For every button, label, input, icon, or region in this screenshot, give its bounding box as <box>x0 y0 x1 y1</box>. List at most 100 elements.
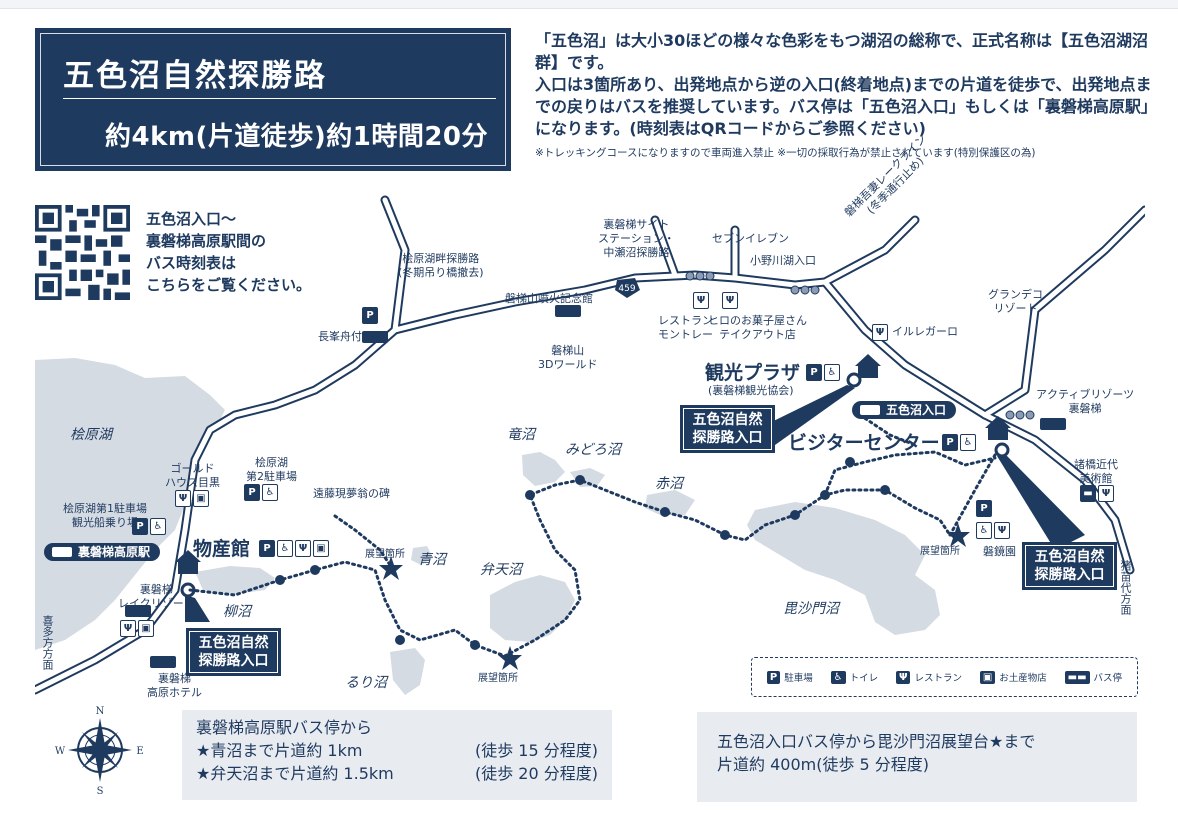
qr-caption-line2: 裏磐梯高原駅間の <box>146 232 267 250</box>
trail-map: 459 N S E W <box>35 195 1145 797</box>
svg-text:S: S <box>97 786 104 797</box>
bus-icon: ▬▬ <box>1064 670 1090 684</box>
label-bishamonnuma: 毘沙門沼 <box>783 601 839 617</box>
label-grandeco: グランデコリゾート <box>988 288 1043 315</box>
parking-icon: P <box>766 670 781 684</box>
souvenir-icon: ▣ <box>138 620 154 637</box>
info-goshiki-line2: 片道約 400m(徒歩 5 分程度) <box>717 755 930 774</box>
souvenir-icon: ▣ <box>313 540 329 557</box>
description-p2: 入口は3箇所あり、出発地点から逆の入口(終着地点)までの片道を徒歩で、出発地点ま… <box>535 75 1157 138</box>
parking-icon: P <box>976 500 992 517</box>
page-subtitle: 約4km(片道徒歩)約1時間20分 <box>105 122 489 152</box>
restaurant-icon: Ψ <box>693 292 709 309</box>
toilet-icon: ♿ <box>277 540 293 557</box>
parking-icon: P <box>362 307 378 324</box>
qr-code[interactable] <box>35 205 130 300</box>
description-note: ※トレッキングコースになりますので車両進入禁止 ※一切の採取行為が禁止されていま… <box>535 147 1036 159</box>
label-active-resorts: アクティブリゾーツ裏磐梯 <box>1036 388 1135 415</box>
parking-icon: P <box>132 518 148 535</box>
label-hiro: ヒロのお菓子屋さんテイクアウト店 <box>708 314 807 341</box>
bankyoen-icons: ♿Ψ <box>976 522 1010 539</box>
label-hotel: 裏磐梯高原ホテル <box>147 672 202 699</box>
souvenir-icon: ▣ <box>193 490 209 507</box>
parking-icon: P <box>942 434 958 451</box>
toilet-icon: ♿ <box>830 670 846 684</box>
title-box-inner-border <box>40 33 506 166</box>
restaurant-icon: Ψ <box>994 522 1010 539</box>
bus-icon: ▬ <box>1080 485 1096 502</box>
toilet-icon: ♿ <box>824 364 840 381</box>
label-viewpoint-benten: 展望箇所 <box>478 673 518 684</box>
callout-entrance-bussankan: 五色沼自然 探勝路入口 <box>186 628 281 676</box>
hibara-1st-icons: P♿ <box>132 518 166 535</box>
toilet-icon: ♿ <box>976 522 992 539</box>
lake-aonuma <box>411 546 433 565</box>
title-box: 五色沼自然探勝路 約4km(片道徒歩)約1時間20分 <box>35 28 511 171</box>
info-station-aonuma: ★青沼まで片道約 1km(徒歩 15 分程度) <box>196 741 598 760</box>
morohashi-icons: ▬Ψ <box>1080 485 1114 502</box>
star-bishamon <box>946 523 970 547</box>
bus-icon-lake-resort <box>125 605 151 617</box>
label-viewpoint-bishamon: 展望箇所 <box>920 546 960 557</box>
trail-main <box>188 478 952 658</box>
pointer-2 <box>755 385 855 445</box>
callout-entrance-east: 五色沼自然 探勝路入口 <box>1022 542 1117 590</box>
lake-resort-icons: Ψ▣ <box>120 620 154 637</box>
lake-rurinuma <box>390 648 425 695</box>
legend-toilet: ♿トイレ <box>830 670 878 684</box>
lake-hibara <box>35 358 225 650</box>
label-bankyoen: 磐鏡園 <box>983 545 1016 558</box>
entrance-marker-2 <box>846 372 862 388</box>
legend-busstop: ▬▬バス停 <box>1064 670 1122 684</box>
restaurant-icon: Ψ <box>120 620 136 637</box>
qr-caption-line3: バス時刻表は <box>146 254 237 272</box>
svg-text:E: E <box>136 746 143 757</box>
trail-aonuma <box>333 514 392 567</box>
bus-icon-nagamine <box>362 331 388 343</box>
restaurant-icon: Ψ <box>722 292 738 309</box>
parking-icon: P <box>806 364 822 381</box>
info-station-benten: ★弁天沼まで片道約 1.5km(徒歩 20 分程度) <box>196 764 598 783</box>
route-459-label: 459 <box>618 284 635 294</box>
souvenir-icon: ▣ <box>979 670 996 684</box>
irregaro-icon: Ψ <box>872 324 888 341</box>
route-459-marker <box>615 278 640 298</box>
trail-viewpoint-bishamon <box>948 453 997 537</box>
toilet-icon: ♿ <box>960 434 976 451</box>
label-eruption-museum: 磐梯山噴火記念館 <box>505 292 593 305</box>
lake-bentennuma <box>490 575 575 642</box>
label-seven-eleven: セブンイレブン <box>712 232 789 245</box>
house-bussankan <box>175 550 201 562</box>
star-aonuma <box>379 556 403 580</box>
gold-house-icons: Ψ▣ <box>175 490 209 507</box>
trail-branch-north <box>858 413 917 447</box>
busstop-urabandai-station: 裏磐梯高原駅 <box>44 543 161 561</box>
label-inawashiro: 猪苗代方面 <box>1119 560 1132 615</box>
lake-ryunuma <box>522 452 565 486</box>
label-montre: レストランモントレー <box>658 314 713 341</box>
lake-akanuma <box>645 490 695 515</box>
bus-icon-museum <box>555 305 581 317</box>
entrance-marker-3 <box>994 442 1010 458</box>
parking-icon: P <box>259 540 275 557</box>
restaurant-icon: Ψ <box>872 324 888 341</box>
compass-rose: N S E W <box>55 706 144 797</box>
label-nagamine: 長峯舟付 <box>318 330 362 343</box>
hiro-icon: Ψ <box>722 292 738 309</box>
svg-text:N: N <box>96 706 105 717</box>
label-hibara: 桧原湖 <box>70 427 112 443</box>
label-kitakata: 喜多方方面 <box>41 615 54 670</box>
visitor-center-icons: P♿ <box>942 434 976 451</box>
label-onogawa: 小野川湖入口 <box>750 254 816 267</box>
title-divider <box>63 98 496 99</box>
label-hibara-1st: 桧原湖第1駐車場観光船乗り場 <box>63 502 147 529</box>
viewpoint-stars <box>379 523 970 670</box>
kankou-plaza-icons: P♿ <box>806 364 840 381</box>
label-aonuma: 青沼 <box>418 552 446 568</box>
info-station-line1: 裏磐梯高原駅バス停から <box>196 718 373 737</box>
restaurant-icon: Ψ <box>895 670 911 684</box>
restaurant-icon: Ψ <box>295 540 311 557</box>
